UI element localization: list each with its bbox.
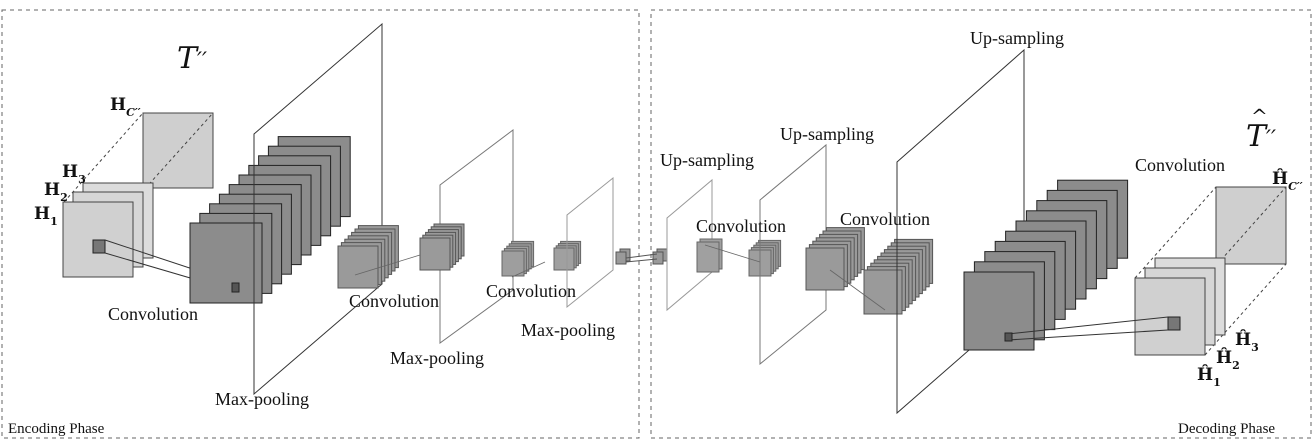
label-hat-h3: Ĥ3 [1235,329,1259,354]
feature-map-layer [863,269,903,315]
enc-conv3-label: Convolution [486,281,576,301]
kernel-connectors [354,244,886,311]
encoding-phase-label: Encoding Phase [8,421,105,437]
dec-up3-label: Up-sampling [970,28,1064,48]
label-hat-h1: Ĥ1 [1197,364,1221,389]
dec-up2-label: Up-sampling [780,124,874,144]
bottleneck [615,248,668,265]
feature-map-layer [553,247,575,271]
encoder-pool2-plane [439,128,514,344]
decoder-conv1-stack [696,238,782,277]
decoder-up3-plane [896,48,1025,415]
dec-conv1-label: Convolution [696,216,786,236]
feature-map-layer [501,250,525,277]
feature-map-layer [696,241,720,273]
decoder-conv2-stack [805,227,934,315]
enc-pool3-label: Max-pooling [521,320,615,340]
input-tensor [62,112,239,293]
label-h3: H3 [62,162,86,186]
encoder-conv1-kernel [231,282,240,293]
enc-pool2-label: Max-pooling [390,348,484,368]
feature-map-layer [805,247,845,291]
encoder-conv1-stack [189,136,351,304]
label-h2: H2 [44,180,68,204]
encoder-pool1-plane [253,22,383,396]
label-h-c: HC′′ [110,95,141,119]
decoder-up2-plane [759,143,827,366]
feature-map-layer [337,245,379,289]
decoder-conv3-stack [963,179,1129,351]
input-symbol: T′′ [177,41,207,76]
output-tensor [1004,186,1287,356]
enc-conv1-label: Convolution [108,304,198,324]
enc-conv2-label: Convolution [349,291,439,311]
enc-pool1-label: Max-pooling [215,389,309,409]
dec-conv2-label: Convolution [840,209,930,229]
encoding-phase-frame [1,9,640,439]
encoder-conv2-stack [337,225,399,289]
feature-map-layer [963,271,1035,351]
dec-conv3-label: Convolution [1135,155,1225,175]
decoding-phase-frame [650,9,1312,439]
output-symbol-hat: ^ [1251,104,1268,128]
encoder-conv3-stack [419,223,582,277]
feature-map-layer [419,237,451,271]
encoder-pool3-plane [566,176,614,309]
label-h1: H1 [34,204,58,228]
decoding-phase-label: Decoding Phase [1178,421,1275,437]
label-hat-h-c: ĤC′′ [1272,168,1303,193]
feature-map-layer [189,222,263,304]
dec-up1-label: Up-sampling [660,150,754,170]
label-hat-h2: Ĥ2 [1216,347,1240,372]
output-symbol: T′′ [1246,119,1276,154]
